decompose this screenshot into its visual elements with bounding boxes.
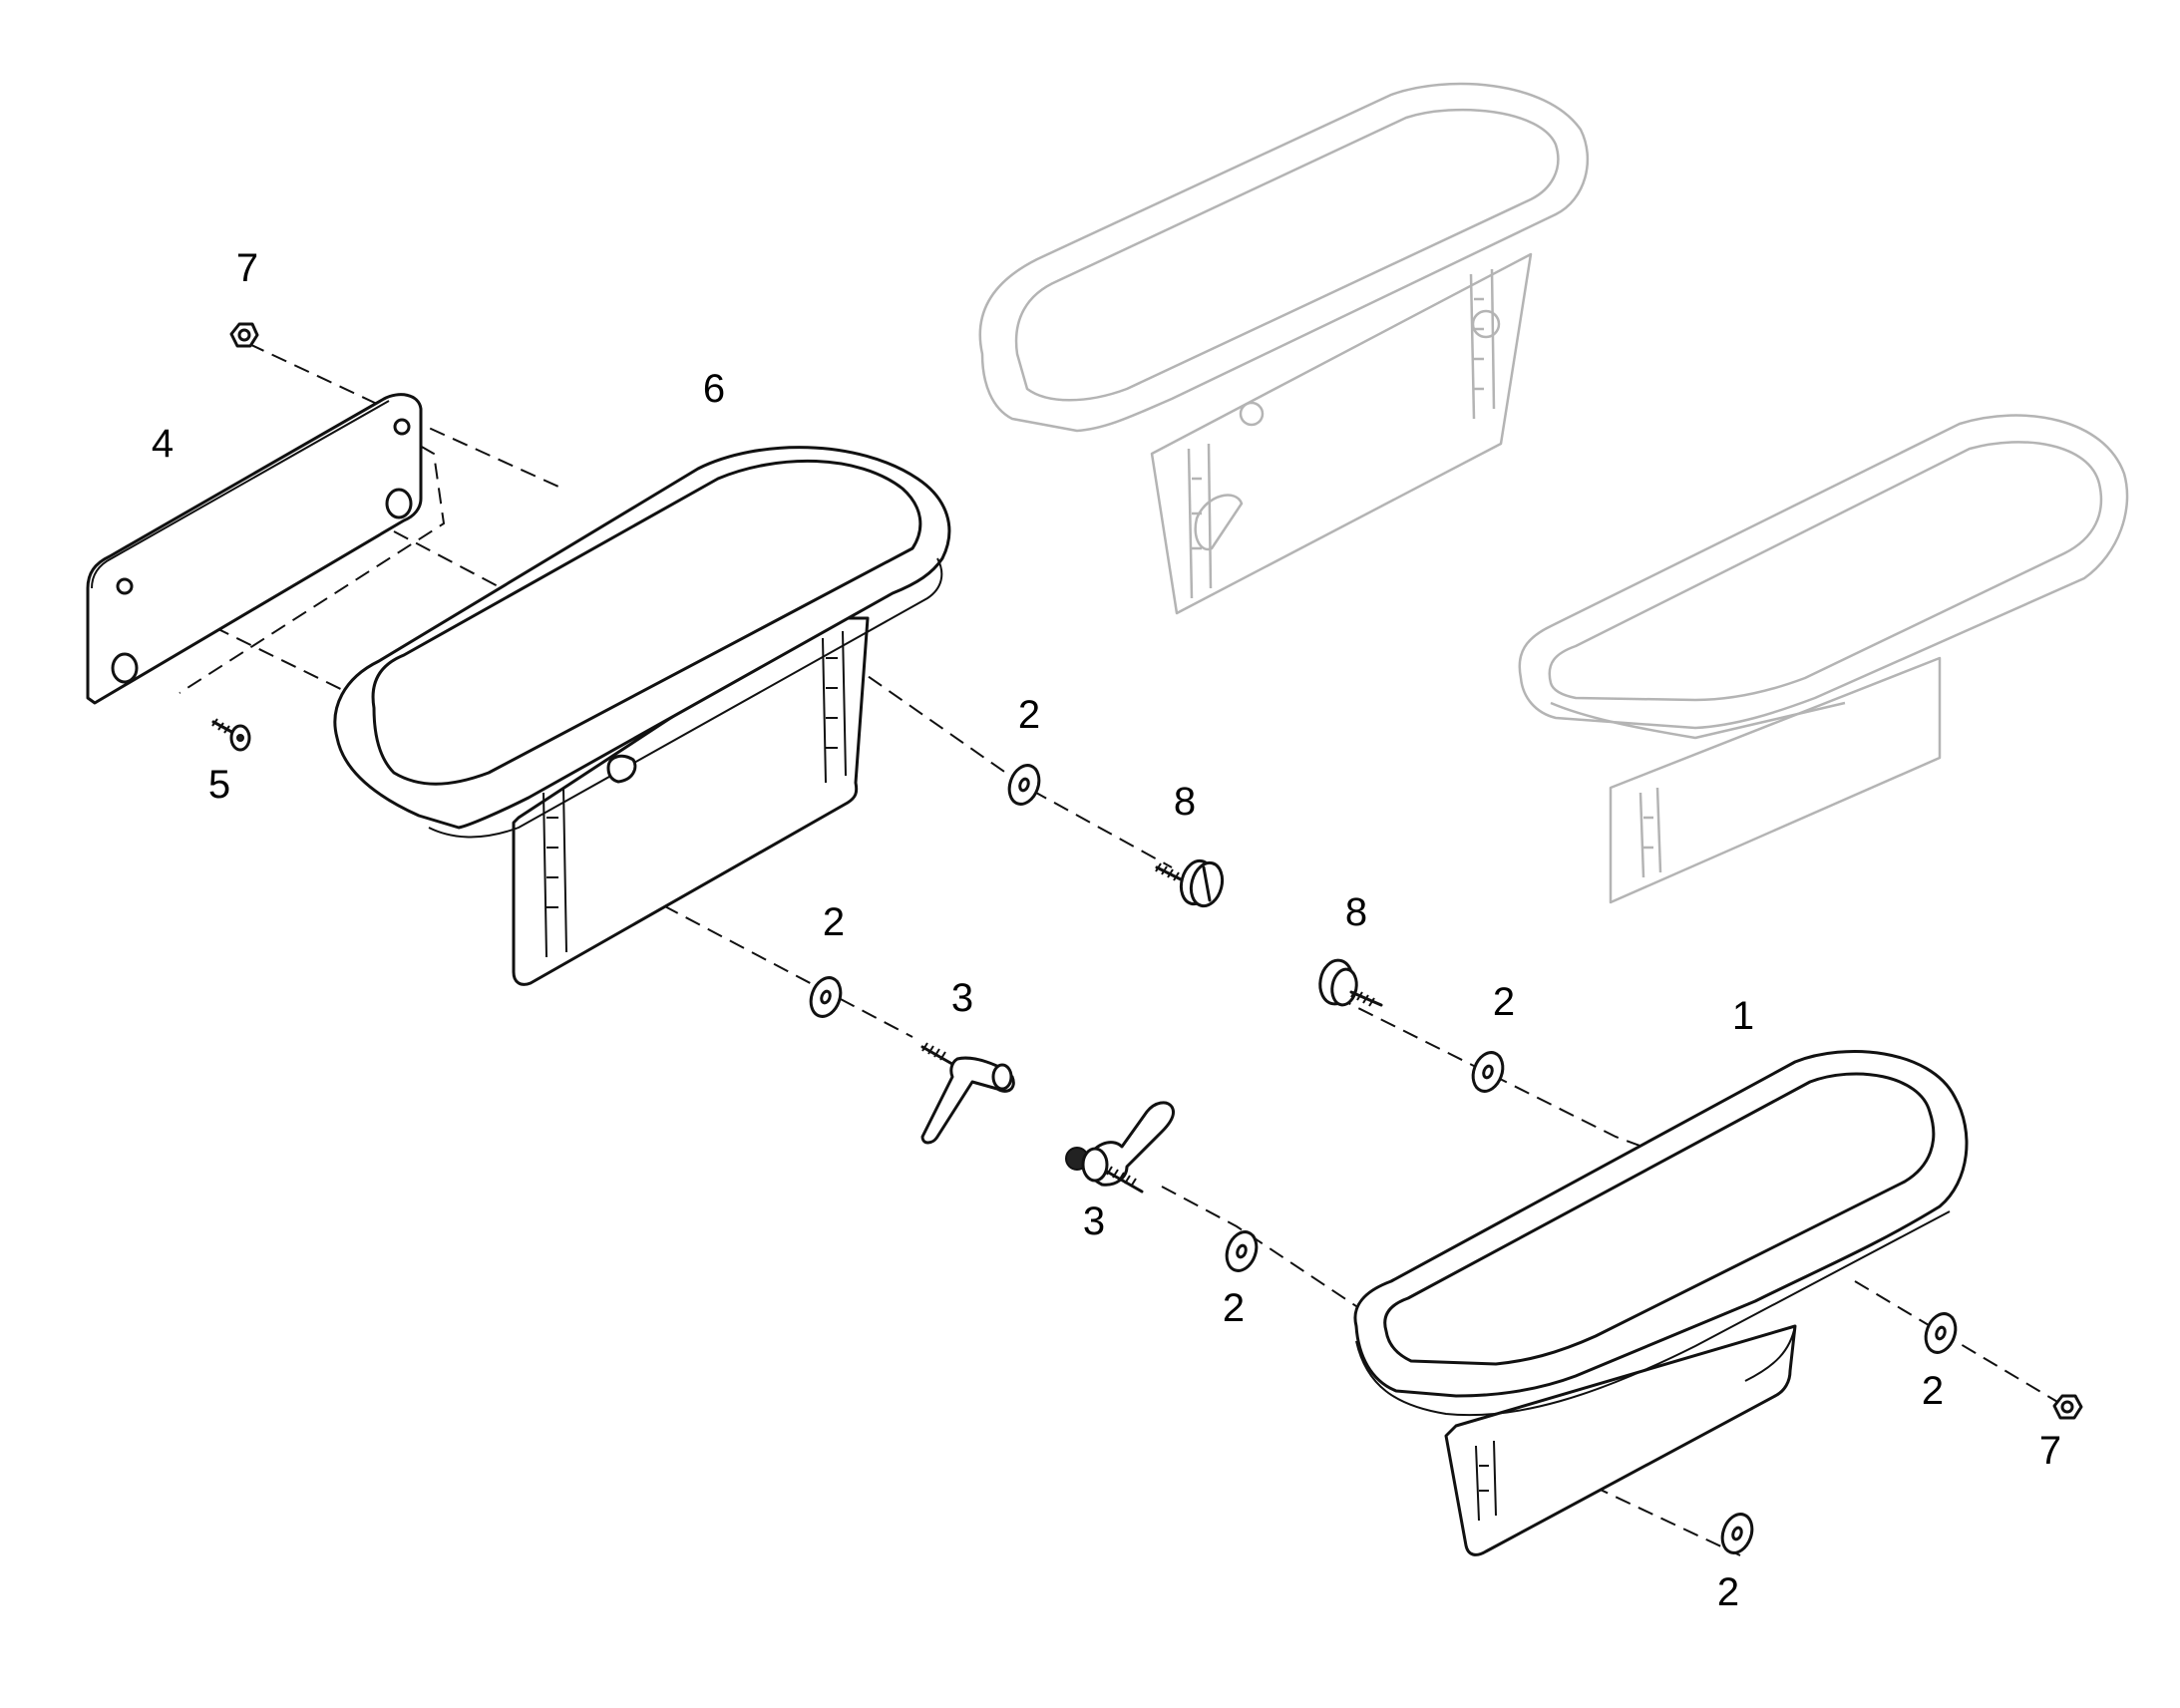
- armrest-part-1: [1353, 1050, 1969, 1556]
- callout-2-d: 2: [1223, 1286, 1245, 1330]
- callout-7-bottom: 7: [2039, 1429, 2061, 1473]
- callout-labels: 7 4 6 5 2 8 2 3 8 2 1 3 2 2 7 2: [152, 246, 2061, 1614]
- callout-8-right: 8: [1345, 890, 1367, 934]
- mounting-plate-part-4: [86, 393, 423, 705]
- screw-part-8-upper: [1155, 858, 1225, 908]
- callout-3-left: 3: [951, 976, 973, 1020]
- clamp-lever-part-3-right: [1065, 1101, 1176, 1194]
- washer-part-2-d: [1225, 1230, 1259, 1272]
- callout-2-b: 2: [823, 900, 845, 944]
- callout-6: 6: [703, 367, 725, 411]
- screw-part-5: [211, 718, 251, 752]
- callout-2-e: 2: [1922, 1369, 1944, 1413]
- washer-part-2-a: [1007, 764, 1041, 806]
- nut-part-7-left: [229, 322, 259, 348]
- callout-1: 1: [1732, 994, 1754, 1038]
- washer-part-2-e: [1924, 1312, 1958, 1354]
- callout-4: 4: [152, 422, 174, 466]
- armrest-part-6: [333, 446, 951, 986]
- washer-part-2-c: [1471, 1051, 1505, 1093]
- nut-part-7-right: [2052, 1394, 2083, 1420]
- callout-7-top: 7: [236, 246, 258, 290]
- washer-part-2-f: [1720, 1513, 1754, 1554]
- clamp-lever-part-3-left: [920, 1042, 1015, 1145]
- screw-part-8-right: [1318, 958, 1383, 1007]
- washer-part-2-b: [809, 976, 843, 1018]
- callout-3-right: 3: [1083, 1199, 1105, 1243]
- callout-2-a: 2: [1018, 693, 1040, 737]
- callout-8-upper: 8: [1174, 780, 1196, 824]
- callout-5: 5: [208, 763, 230, 807]
- callout-2-f: 2: [1717, 1570, 1739, 1614]
- callout-2-c: 2: [1493, 980, 1515, 1024]
- ghost-armrest-assembled: [978, 82, 1590, 615]
- ghost-armrest-pad: [1518, 414, 2129, 904]
